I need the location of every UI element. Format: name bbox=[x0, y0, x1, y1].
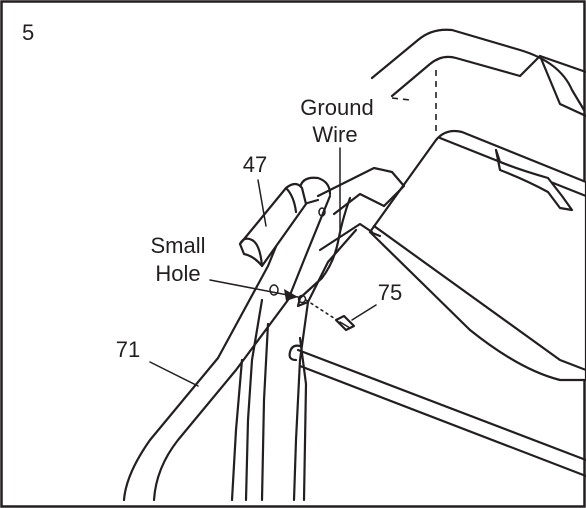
crossbar bbox=[288, 344, 586, 478]
leader-part-47 bbox=[257, 179, 267, 227]
label-small-hole-line2: Hole bbox=[155, 261, 200, 286]
label-part-47: 47 bbox=[243, 152, 267, 177]
ground-wire bbox=[296, 196, 352, 308]
leader-part-71 bbox=[149, 361, 199, 387]
leader-part-75 bbox=[351, 304, 377, 321]
label-part-71: 71 bbox=[116, 337, 140, 362]
part-47-cover bbox=[238, 182, 308, 268]
label-ground-wire-line1: Ground bbox=[300, 95, 373, 120]
small-hole-arrowhead bbox=[284, 289, 298, 301]
screw-75 bbox=[305, 299, 356, 332]
leader-small-hole bbox=[209, 279, 299, 298]
label-part-75: 75 bbox=[378, 280, 402, 305]
label-ground-wire-line2: Wire bbox=[312, 122, 357, 147]
label-small-hole-line1: Small bbox=[150, 233, 205, 258]
console-base bbox=[368, 54, 586, 382]
upper-handlebar bbox=[370, 28, 586, 134]
upright-frame bbox=[230, 166, 406, 502]
step-number: 5 bbox=[22, 20, 34, 45]
